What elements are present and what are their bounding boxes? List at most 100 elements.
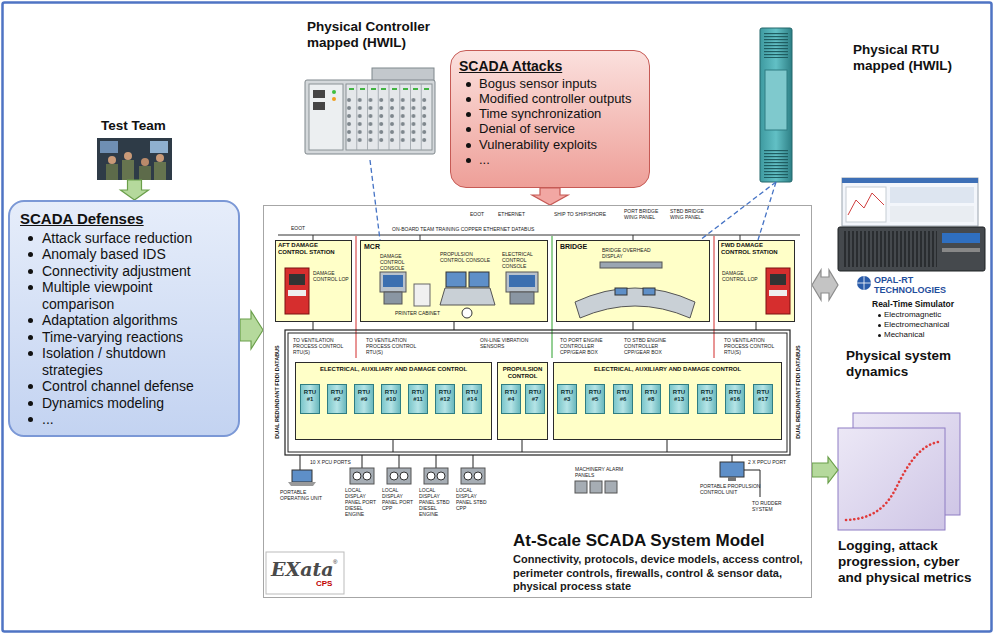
system-model-drawing — [295, 362, 492, 440]
rtu-name: RTU #1 — [301, 389, 319, 403]
part-label: TO VENTILATION PROCESS CONTROL RTU(S) — [366, 337, 421, 355]
part-label: ELECTRICAL CONTROL CONSOLE — [502, 251, 546, 269]
system-model-drawing — [390, 472, 398, 480]
bullet-item: Mechanical — [876, 330, 984, 340]
system-model-drawing — [383, 275, 403, 287]
block-arrow — [121, 180, 149, 200]
box-heading: SCADA Defenses — [20, 210, 228, 229]
control-band: RTU #1RTU #2RTU #9RTU #10RTU #11RTU #12R… — [295, 362, 492, 440]
block-arrow — [812, 270, 838, 300]
mapping-line — [370, 160, 380, 240]
system-model-drawing — [387, 468, 411, 484]
rtu-name: RTU #3 — [558, 389, 576, 403]
simulator-picture: OPAL-RT TECHNOLOGIESReal-Time SimulatorE… — [838, 178, 985, 338]
team-photo — [154, 162, 166, 180]
team-photo — [124, 152, 132, 160]
logo-text: CPS — [316, 580, 332, 588]
part-label: PRINTER CABINET — [395, 310, 455, 316]
controller-picture — [313, 102, 325, 110]
part-label: TO PORT ENGINE CONTROLLER CPP/GEAR BOX — [560, 337, 618, 355]
part-label: TO VENTILATION PROCESS CONTROL RTU(S) — [293, 337, 348, 355]
rtu-name: RTU #8 — [642, 389, 660, 403]
system-model-drawing — [400, 472, 408, 480]
metrics-picture — [846, 442, 938, 520]
simulator-picture — [846, 187, 886, 222]
rtu-name: RTU #15 — [698, 389, 716, 403]
bullet-item: Modified controller outputs — [459, 91, 641, 106]
controller-picture — [357, 84, 422, 150]
system-model-drawing — [461, 468, 485, 484]
system-model-drawing — [288, 333, 787, 452]
system-model-drawing — [288, 290, 306, 296]
team-photo — [97, 138, 172, 180]
part-label: LOCAL DISPLAY PANEL STBD CPP — [456, 487, 491, 511]
rtu-name: RTU #4 — [502, 389, 520, 403]
system-model-drawing — [714, 236, 715, 358]
bus-label: DUAL REDUNDANT FDDI DATABUS — [795, 345, 801, 439]
rtu-picture: Physical RTU mapped (HWIL) — [760, 28, 792, 182]
rtu-name: RTU #7 — [526, 389, 544, 403]
system-model-drawing — [462, 308, 472, 318]
system-model-drawing — [440, 288, 495, 305]
controller-picture — [313, 90, 325, 98]
rtu-name: RTU #16 — [726, 389, 744, 403]
rtu-box: RTU #16 — [725, 384, 745, 414]
rtu-picture — [764, 150, 788, 178]
bullet-item: ... — [459, 152, 641, 167]
system-model-drawing — [728, 477, 736, 481]
system-model-drawing — [605, 481, 617, 493]
bullet-item: Multiple viewpoint comparison — [20, 279, 228, 312]
metrics-picture — [838, 413, 960, 530]
block-arrow — [532, 188, 568, 205]
rtu-box: RTU #2 — [327, 384, 347, 414]
system-model-drawing — [313, 322, 756, 330]
system-model-drawing — [356, 236, 357, 358]
defense-box: SCADA DefensesAttack surface reductionAn… — [8, 200, 240, 437]
simulator-picture — [890, 187, 974, 203]
caption-label: Physical Controller mapped (HWIL) — [307, 19, 457, 51]
part-label: TO VENTILATION PROCESS CONTROL RTU(S) — [724, 337, 782, 355]
system-model-drawing — [643, 288, 655, 295]
logo-text: ® — [333, 559, 337, 565]
part-label: STBD BRIDGE WING PANEL — [670, 208, 712, 220]
rtu-name: RTU #10 — [382, 389, 400, 403]
rtu-box: RTU #11 — [408, 384, 428, 414]
controller-picture — [309, 84, 343, 150]
band-name: ELECTRICAL, AUXILIARY AND DAMAGE CONTROL — [296, 366, 491, 373]
rtu-box: RTU #6 — [613, 384, 633, 414]
controller-picture — [305, 80, 435, 154]
simulator-picture — [842, 178, 978, 183]
team-photo — [150, 141, 168, 153]
rtu-picture — [764, 32, 788, 58]
system-model-drawing — [770, 274, 786, 285]
system-model-drawing — [353, 472, 361, 480]
part-label: MACHINERY ALARM PANELS — [575, 466, 625, 478]
simulator-picture — [857, 276, 871, 290]
band-name: PROPULSION CONTROL — [498, 366, 547, 380]
team-photo — [106, 164, 118, 180]
part-label: DAMAGE CONTROL CONSOLE — [380, 253, 426, 271]
block-arrow — [240, 311, 263, 349]
team-photo — [139, 166, 151, 180]
system-model-drawing — [510, 292, 534, 304]
bus-label: DUAL REDUNDANT FDDI DATABUS — [274, 345, 280, 439]
system-model-drawing — [718, 240, 795, 322]
box-heading: SCADA Attacks — [459, 58, 641, 76]
part-label: BRIDGE OVERHEAD DISPLAY — [602, 247, 662, 259]
part-label: PORTABLE PROPULSION CONTROL UNIT — [700, 483, 766, 495]
bullet-item: Attack surface reduction — [20, 230, 228, 247]
system-model-drawing — [275, 240, 352, 322]
bullet-item: Bogus sensor inputs — [459, 76, 641, 91]
team-photo: Test Team — [97, 138, 172, 180]
rtu-picture — [765, 70, 787, 130]
mapping-line — [758, 182, 776, 240]
rtu-box: RTU #9 — [354, 384, 374, 414]
part-label: 10 X PCU PORTS — [310, 459, 351, 465]
bullet-item: Connectivity adjustment — [20, 263, 228, 280]
system-model-drawing — [263, 205, 812, 598]
station-name: FWD DAMAGE CONTROL STATION — [721, 242, 792, 256]
rtu-box: RTU #5 — [585, 384, 605, 414]
system-model-drawing — [289, 274, 305, 285]
rtu-box: RTU #8 — [641, 384, 661, 414]
